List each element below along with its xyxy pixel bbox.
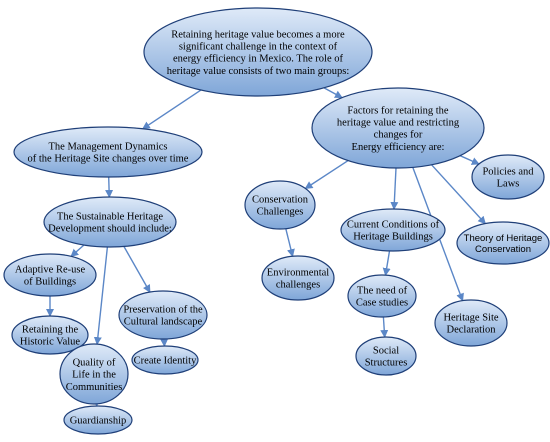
node-quality-ellipse (59, 343, 129, 405)
node-theory-label-line: Conservation (475, 244, 531, 255)
node-policies-label-line: Laws (497, 179, 520, 190)
node-environmental-label-line: Environmental (267, 268, 329, 279)
arrow-sustainable-to-preservation (123, 246, 151, 293)
arrow-factors-to-conservation (304, 160, 349, 190)
node-root-label-line: heritage value consists of two main grou… (167, 66, 350, 77)
node-social-label-line: Social (373, 346, 399, 357)
node-declaration-ellipse (434, 299, 508, 347)
node-theory-label-line: Theory of Heritage (464, 233, 543, 244)
node-policies-ellipse (471, 154, 545, 200)
node-guardianship-label-line: Guardianship (70, 416, 127, 427)
arrow-need-to-social (380, 316, 389, 338)
node-quality-label-line: Quality of (73, 357, 116, 368)
node-retaining-label-line: Retaining the (22, 325, 79, 336)
node-management-label-line: of the Heritage Site changes over time (28, 154, 189, 165)
node-policies-label-line: Policies and (482, 167, 534, 178)
node-preservation-label-line: Preservation of the (123, 305, 203, 316)
node-current-label-line: Heritage Buildings (353, 232, 433, 243)
arrow-factors-to-theory (431, 164, 486, 225)
node-conservation-label-line: Conservation (252, 195, 309, 206)
arrow-factors-to-current (390, 167, 399, 210)
node-theory-ellipse (456, 221, 550, 265)
node-social-label-line: Structures (365, 358, 408, 369)
node-factors-label-line: heritage value and restricting (337, 118, 460, 129)
node-sustainable-label-line: Development should include: (48, 224, 172, 235)
node-need-ellipse (347, 274, 417, 318)
node-current-label-line: Current Conditions of (347, 220, 440, 231)
node-adaptive-ellipse (3, 253, 97, 297)
arrow-sustainable-to-adaptive (70, 244, 85, 257)
node-conservation-ellipse (244, 180, 316, 230)
arrow-conservation-to-environmental (285, 228, 295, 258)
node-adaptive-label-line: of Buildings (24, 277, 76, 288)
arrow-management-to-sustainable (105, 176, 114, 198)
node-factors-label-line: Energy efficiency are: (352, 142, 445, 153)
arrow-sustainable-to-quality (93, 246, 109, 346)
node-root-label-line: Retaining heritage value becomes a more (171, 29, 345, 40)
node-management-ellipse (13, 126, 203, 178)
node-root-label-line: significant challenge in the context of (179, 42, 338, 53)
node-quality-label-line: Life in the (72, 370, 116, 381)
node-factors: Factors for retaining the heritage value … (311, 87, 485, 169)
node-need-label-line: Case studies (356, 298, 408, 309)
node-conservation-label-line: Challenges (257, 207, 304, 218)
node-declaration-label-line: Declaration (447, 325, 497, 336)
node-group: Retaining heritage value becomes a more s… (3, 7, 550, 435)
node-preservation-label-line: Cultural landscape (124, 317, 203, 328)
node-root-label-line: energy efficiency in Mexico. The role of (173, 54, 343, 65)
node-social-ellipse (355, 336, 417, 376)
node-guardianship-ellipse (63, 405, 133, 435)
node-environmental-label-line: challenges (276, 280, 320, 291)
node-quality-label-line: Communities (66, 382, 123, 393)
arrow-factors-to-policies (459, 155, 480, 165)
connector-group (46, 87, 486, 407)
node-root-ellipse (143, 7, 373, 97)
node-need-label-line: The need of (357, 286, 408, 297)
node-current-ellipse (340, 208, 446, 252)
node-sustainable-ellipse (43, 196, 177, 248)
arrow-root-to-management (141, 89, 202, 130)
node-preservation-ellipse (118, 290, 208, 340)
node-identity-label-line: Create Identity (134, 356, 197, 367)
node-declaration-label-line: Heritage Site (443, 313, 498, 324)
arrow-current-to-need (382, 250, 391, 277)
node-factors-label-line: changes for (374, 130, 423, 141)
node-retaining-ellipse (11, 315, 89, 355)
node-guardianship: Guardianship (63, 405, 133, 435)
node-management-label-line: The Management Dynamics (49, 142, 168, 153)
node-root: Retaining heritage value becomes a more s… (143, 7, 373, 97)
node-identity-ellipse (131, 345, 199, 375)
node-environmental-ellipse (261, 255, 335, 301)
node-factors-label-line: Factors for retaining the (347, 105, 449, 116)
node-identity: Create Identity (131, 345, 199, 375)
arrow-root-to-factors (323, 87, 343, 99)
node-retaining-label-line: Historic Value (20, 337, 81, 348)
node-sustainable-label-line: The Sustainable Heritage (57, 212, 163, 223)
node-factors-ellipse (311, 87, 485, 169)
node-adaptive-label-line: Adaptive Re-use (15, 265, 86, 276)
